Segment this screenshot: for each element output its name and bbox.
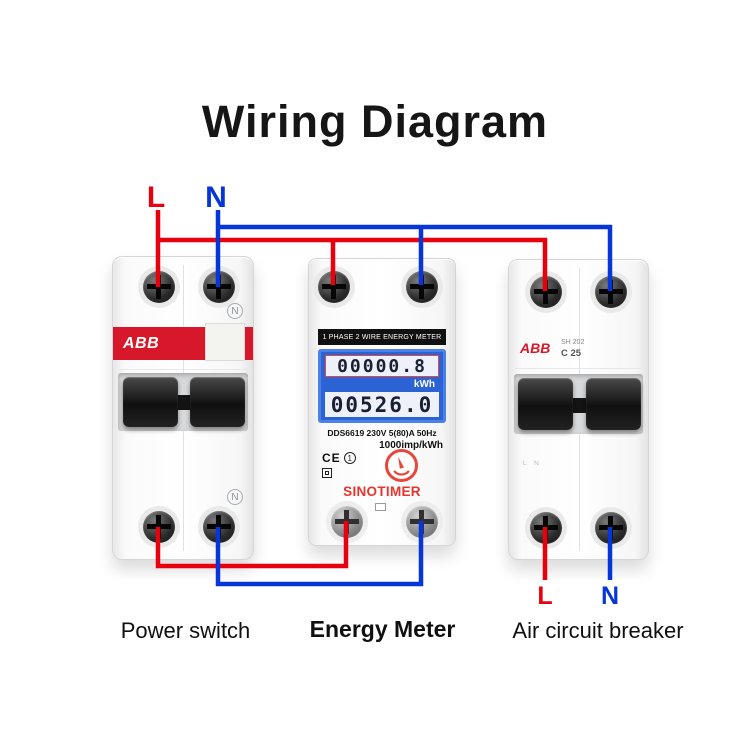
supply-neutral-label: N — [205, 181, 227, 214]
meter-mini-icon — [375, 503, 386, 511]
meter-header-text: 1 PHASE 2 WIRE ENERGY METER — [322, 333, 442, 341]
certification-marks: CE 1 — [322, 451, 356, 481]
breaker-toggle-icon — [518, 378, 573, 430]
terminal-screw-icon — [318, 271, 350, 303]
terminal-screw-icon — [530, 276, 562, 308]
sinotimer-logo-icon — [385, 449, 418, 482]
divider — [515, 368, 642, 369]
meter-header-strip: 1 PHASE 2 WIRE ENERGY METER — [318, 329, 446, 345]
ce-mark: CE — [322, 451, 341, 465]
load-neutral-label: N — [600, 582, 620, 610]
breaker-model-text: SH 202 — [561, 339, 585, 346]
meter-brand-text: SINOTIMER — [343, 484, 421, 499]
double-insulation-icon — [322, 468, 332, 478]
terminal-screw-icon — [595, 512, 627, 544]
label-sticker — [205, 323, 245, 361]
lcd-total-reading: 00000.8 — [325, 355, 439, 377]
lcd-secondary-reading: 00526.0 — [325, 392, 439, 417]
lcd-display: 00000.8 kWh 00526.0 — [318, 349, 446, 423]
energy-meter-device: 1 PHASE 2 WIRE ENERGY METER 00000.8 kWh … — [308, 258, 456, 546]
meter-spec-line: DDS6619 230V 5(80)A 50Hz — [327, 428, 437, 438]
caption-air-breaker: Air circuit breaker — [512, 618, 684, 643]
terminal-screw-icon — [406, 506, 438, 538]
neutral-pole-mark: N — [227, 303, 243, 319]
breaker-toggle-icon — [123, 377, 178, 427]
terminal-markings: L N — [523, 460, 542, 467]
terminal-screw-icon — [143, 271, 175, 303]
neutral-pole-mark: N — [227, 489, 243, 505]
terminal-screw-icon — [406, 271, 438, 303]
terminal-screw-icon — [143, 511, 175, 543]
caption-energy-meter: Energy Meter — [309, 616, 456, 642]
brand-logo-text: ABB — [520, 340, 551, 356]
load-live-label: L — [537, 582, 553, 610]
brand-logo-text: ABB — [123, 334, 160, 352]
terminal-screw-icon — [203, 511, 235, 543]
terminal-screw-icon — [203, 271, 235, 303]
caption-power-switch: Power switch — [120, 618, 251, 643]
breaker-rating-text: C 25 — [561, 348, 582, 359]
breaker-toggle-icon — [190, 377, 245, 427]
meter-impulse-rate: 1000imp/kWh — [379, 440, 443, 451]
lcd-unit-label: kWh — [413, 379, 435, 390]
air-breaker-device: ABB SH 202 C 25 L N — [508, 259, 649, 560]
divider — [119, 369, 247, 370]
power-switch-device: N ABB N — [112, 256, 254, 560]
terminal-screw-icon — [595, 276, 627, 308]
supply-live-label: L — [146, 181, 166, 214]
terminal-screw-icon — [331, 506, 363, 538]
terminal-screw-icon — [530, 512, 562, 544]
page-title: Wiring Diagram — [201, 96, 549, 147]
class-1-icon: 1 — [343, 452, 356, 464]
breaker-toggle-icon — [586, 378, 641, 430]
